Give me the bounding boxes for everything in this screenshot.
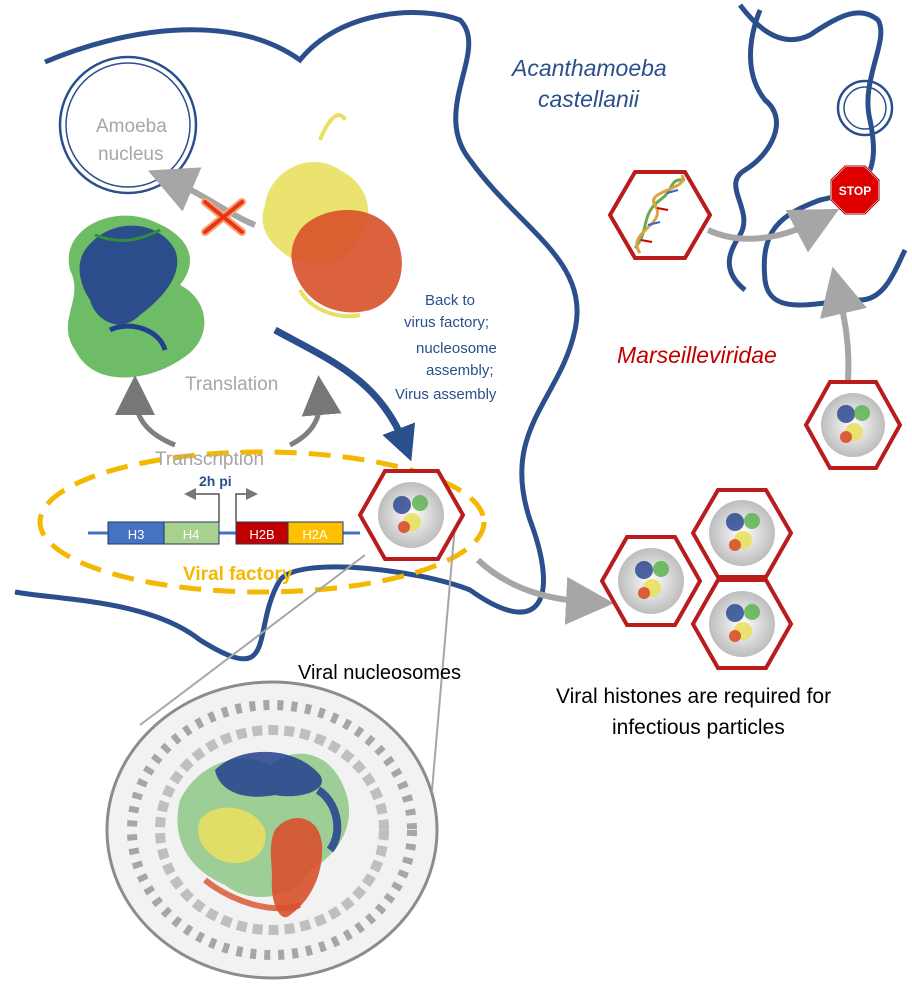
virion-release-arrow: [475, 557, 614, 625]
translation-arrow-left: [115, 375, 176, 448]
blocked-import-arrow: [147, 167, 257, 228]
virion-dna: [607, 170, 713, 260]
promoter-arrow-left: [184, 488, 220, 522]
virus-family-label: Marseilleviridae: [617, 342, 777, 368]
second-cell-membrane-left: [726, 9, 779, 292]
virion-factory: [357, 469, 466, 561]
gene-label-h2b: H2B: [249, 527, 274, 542]
host-organism-label-1: Acanthamoeba: [512, 55, 667, 81]
back-to-factory-arrow: [273, 326, 416, 462]
translation-arrow-right: [288, 375, 342, 448]
promoter-arrow-right: [235, 488, 258, 522]
nucleus-label-1: Amoeba: [96, 116, 167, 137]
viral-nucleosomes-label: Viral nucleosomes: [298, 662, 462, 684]
gene-label-h2a: H2A: [302, 527, 328, 542]
nucleus-label-2: nucleus: [98, 144, 164, 165]
second-cell-nucleus: [836, 79, 894, 137]
conclusion-text-1: Viral histones are required for: [556, 685, 832, 708]
second-cell-nucleus-inner: [843, 86, 887, 130]
virion-released-1: [599, 535, 703, 627]
gene-label-h3: H3: [128, 527, 145, 542]
virion-released-3: [690, 578, 794, 670]
histone-dimer-blue-green: [67, 215, 205, 378]
stop-sign-label: STOP: [839, 184, 871, 198]
zoom-line-right: [431, 524, 456, 791]
virion-entering: [803, 380, 903, 470]
host-organism-label-2: castellanii: [538, 86, 639, 112]
amoeba-nucleus: [58, 55, 198, 195]
virion-entry-arrow: [820, 266, 867, 381]
gene-label-h4: H4: [183, 527, 200, 542]
nucleosome-structure-icon: [105, 680, 439, 980]
amoeba-nucleus-inner: [65, 62, 191, 188]
viral-factory-boundary: [37, 449, 487, 595]
translation-label: Translation: [185, 374, 279, 395]
gene-h2a: [287, 521, 344, 545]
histone-dimer-yellow-red: [262, 113, 402, 319]
conclusion-text-2: infectious particles: [612, 716, 785, 739]
back-to-factory-text-3: nucleosome: [416, 340, 497, 357]
virion-released-2: [690, 488, 794, 579]
back-to-factory-text-5: Virus assembly: [395, 386, 497, 403]
inhibition-x-icon: [201, 198, 246, 236]
transcription-label: Transcription: [155, 449, 265, 470]
back-to-factory-text-2: virus factory;: [404, 314, 490, 331]
viral-factory-label: Viral factory: [183, 564, 293, 585]
stop-sign-icon: STOP: [830, 165, 880, 215]
back-to-factory-text-1: Back to: [425, 292, 476, 309]
gene-h4: [163, 521, 220, 545]
zoom-line-left: [139, 554, 366, 726]
time-point-label: 2h pi: [199, 473, 232, 489]
amoeba-membrane: [14, 10, 580, 662]
dna-helix-icon: [633, 174, 686, 254]
back-to-factory-text-4: assembly;: [426, 362, 494, 379]
dna-to-stop-arrow: [706, 208, 840, 253]
